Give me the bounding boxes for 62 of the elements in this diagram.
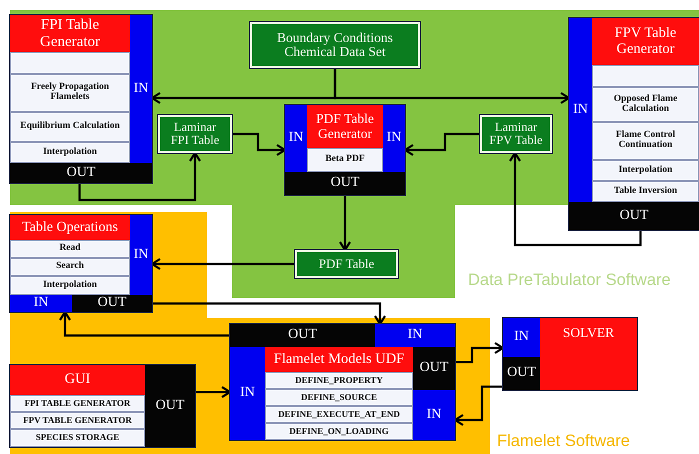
module-title: SOLVER (540, 318, 637, 390)
function-row: Interpolation (592, 160, 699, 181)
input-port: IN (130, 215, 152, 295)
function-row (10, 52, 130, 74)
module-title: Table Operations (10, 215, 130, 240)
input-port: IN (285, 105, 307, 172)
input-port: IN (569, 18, 592, 202)
data-table-node: Laminar FPV Table (480, 115, 552, 153)
function-row: Read (10, 240, 130, 258)
function-row: Interpolation (10, 142, 130, 163)
input-port: IN (130, 15, 152, 163)
module-panel (10, 215, 152, 312)
module-title: FPI Table Generator (10, 15, 130, 52)
function-row: Flame Control Continuation (592, 122, 699, 160)
arrow (454, 386, 503, 426)
arrow (232, 132, 286, 156)
function-row: Interpolation (10, 276, 130, 295)
arrow (338, 195, 352, 252)
function-row: Equilibrium Calculation (10, 112, 130, 142)
function-row: Beta PDF (307, 148, 383, 172)
function-row: FPI TABLE GENERATOR (10, 395, 145, 412)
arrow (58, 310, 230, 337)
arrow (152, 302, 386, 326)
module-panel (503, 318, 637, 390)
module-title: FPV Table Generator (592, 18, 699, 65)
module-panel (569, 18, 699, 230)
arrow (455, 342, 504, 364)
arrow (334, 68, 570, 104)
module-panel (230, 324, 455, 440)
arrow (404, 132, 480, 156)
data-table-node: Laminar FPI Table (158, 115, 232, 153)
module-panel (10, 365, 195, 447)
function-row: Opposed Flame Calculation (592, 87, 699, 122)
module-title: PDF Table Generator (307, 105, 383, 148)
function-row: DEFINE_SOURCE (265, 389, 413, 406)
module-panel (285, 105, 405, 195)
region-label: Flamelet Software (497, 432, 630, 451)
input-port: IN (230, 347, 265, 440)
module-panel (10, 15, 152, 183)
module-title: GUI (10, 365, 145, 395)
function-row: Table Inversion (592, 181, 699, 202)
arrow (78, 152, 202, 202)
function-row (592, 65, 699, 87)
input-port: IN (503, 318, 540, 357)
function-row: DEFINE_PROPERTY (265, 372, 413, 389)
function-row: Search (10, 258, 130, 276)
function-row: DEFINE_EXECUTE_AT_END (265, 406, 413, 423)
function-row: DEFINE_ON_LOADING (265, 423, 413, 440)
input-port: IN (383, 105, 405, 172)
region-label: Data PreTabulator Software (468, 271, 671, 290)
data-table-node: Boundary Conditions Chemical Data Set (250, 22, 420, 68)
arrow (150, 258, 295, 270)
input-port: IN (10, 295, 72, 312)
module-title: Flamelet Models UDF (265, 347, 413, 372)
arrow (195, 386, 232, 398)
data-table-node: PDF Table (295, 250, 398, 278)
input-port: IN (413, 390, 455, 440)
function-row: Freely Propagation Flamelets (10, 74, 130, 112)
arrow (508, 152, 642, 246)
function-row: FPV TABLE GENERATOR (10, 412, 145, 429)
function-row: SPECIES STORAGE (10, 429, 145, 447)
input-port: IN (375, 324, 455, 347)
